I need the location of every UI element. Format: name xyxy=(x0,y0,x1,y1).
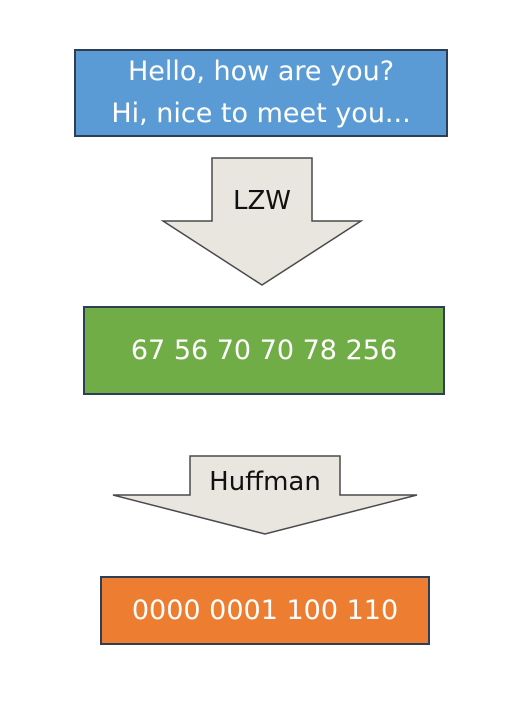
input-line-1: Hello, how are you? xyxy=(127,56,395,87)
input-text-box: Hello, how are you? Hi, nice to meet you… xyxy=(74,49,448,137)
lzw-step-label: LZW xyxy=(232,186,291,216)
huffman-step-label: Huffman xyxy=(209,467,321,497)
huffman-output-box: 0000 0001 100 110 xyxy=(100,576,430,645)
lzw-output-box: 67 56 70 70 78 256 xyxy=(83,306,445,395)
huffman-arrow xyxy=(112,455,418,535)
lzw-output-codes: 67 56 70 70 78 256 xyxy=(130,335,398,366)
huffman-output-bits: 0000 0001 100 110 xyxy=(131,595,399,626)
lzw-arrow xyxy=(160,157,364,286)
input-line-2: Hi, nice to meet you... xyxy=(111,98,411,129)
